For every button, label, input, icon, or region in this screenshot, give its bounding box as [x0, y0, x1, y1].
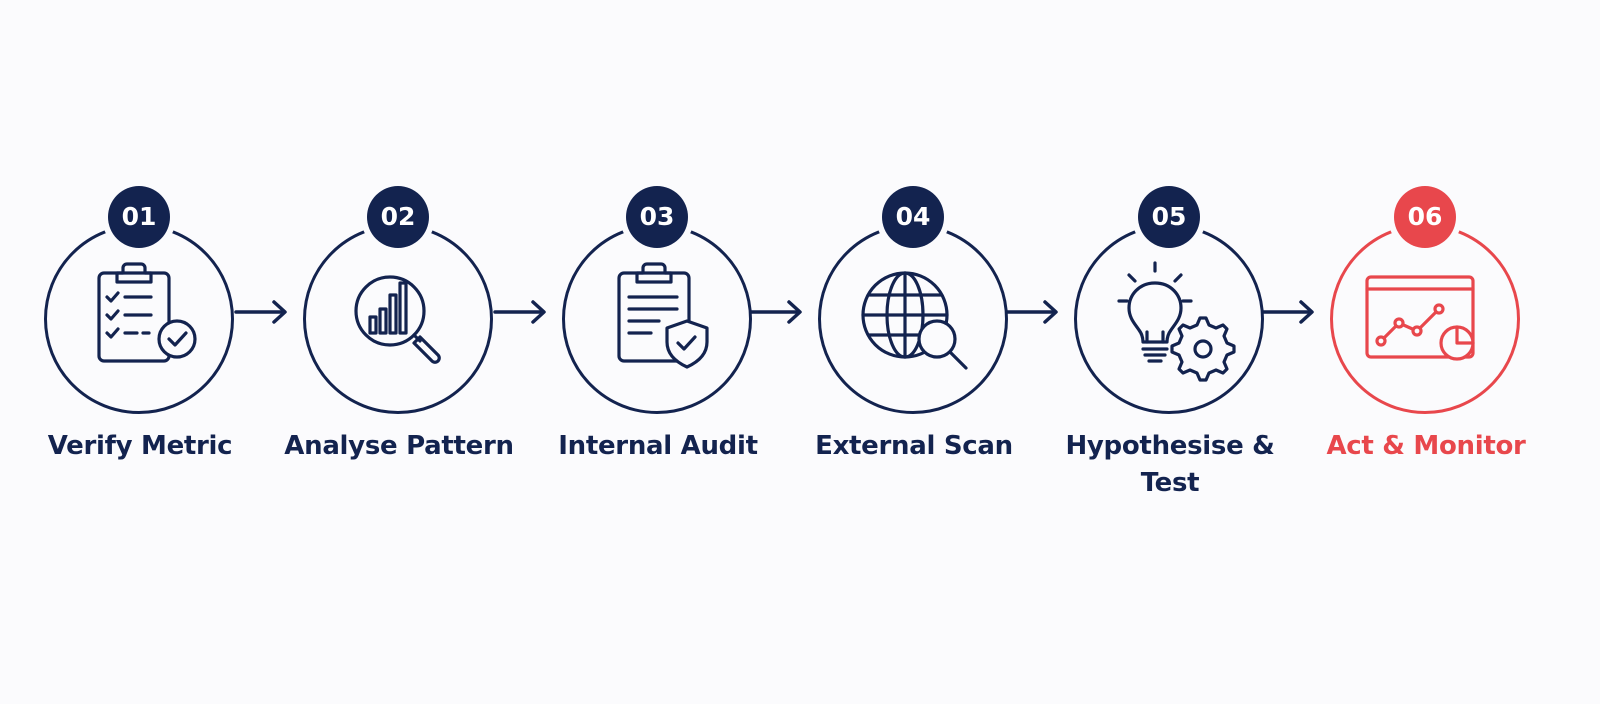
clipboard-shield-icon	[577, 239, 737, 399]
step-verify-metric: 01 Verify Metric	[10, 186, 270, 516]
step-label: External Scan	[815, 431, 1013, 461]
step-label: Internal Audit	[558, 431, 758, 461]
step-number-badge: 04	[882, 186, 944, 248]
step-label: Act & Monitor	[1326, 431, 1526, 461]
arrow-right-icon	[232, 297, 292, 327]
step-number-badge: 02	[367, 186, 429, 248]
arrow-right-icon	[1259, 297, 1319, 327]
step-label: Analyse Pattern	[284, 431, 514, 461]
step-number-badge: 06	[1394, 186, 1456, 248]
step-label: Hypothesise & Test	[1065, 431, 1275, 498]
step-number-badge: 03	[626, 186, 688, 248]
clipboard-checklist-icon	[59, 239, 219, 399]
step-number-badge: 05	[1138, 186, 1200, 248]
dashboard-chart-icon	[1345, 239, 1505, 399]
step-hypothesise-test: 05 Hypothesise & Test	[1040, 186, 1300, 516]
step-act-monitor: 06 Act & Monitor	[1296, 186, 1556, 516]
lightbulb-gear-icon	[1089, 239, 1249, 399]
step-internal-audit: 03 Internal Audit	[528, 186, 788, 516]
arrow-right-icon	[491, 297, 551, 327]
globe-magnifier-icon	[833, 239, 993, 399]
step-analyse-pattern: 02 Analyse Pattern	[269, 186, 529, 516]
step-label: Verify Metric	[47, 431, 233, 461]
arrow-right-icon	[747, 297, 807, 327]
step-number-badge: 01	[108, 186, 170, 248]
arrow-right-icon	[1003, 297, 1063, 327]
step-external-scan: 04 External Scan	[784, 186, 1044, 516]
bar-chart-magnifier-icon	[318, 239, 478, 399]
